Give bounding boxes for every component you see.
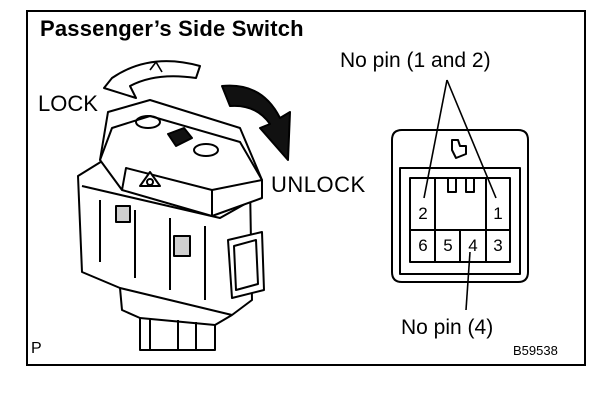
figure-code: B59538 [513,343,558,358]
lock-arrow [103,60,201,99]
rocker-button [99,99,263,217]
pin-5: 5 [443,236,453,255]
pin-1: 1 [493,204,503,223]
no-pin-4-label: No pin (4) [401,316,494,339]
connector-housing [391,129,529,283]
corner-mark: P [31,340,42,357]
figure-frame [26,10,586,366]
lock-label: LOCK [38,91,98,116]
unlock-label: UNLOCK [271,172,366,197]
pin-3: 3 [493,236,503,255]
pin-6: 6 [418,236,428,255]
pin-leaders [423,79,497,311]
unlock-arrow [221,84,291,161]
pin-2: 2 [418,204,428,223]
page-title: Passenger’s Side Switch [40,16,304,41]
pin-4: 4 [468,236,478,255]
no-pin-1-2-label: No pin (1 and 2) [340,49,491,72]
